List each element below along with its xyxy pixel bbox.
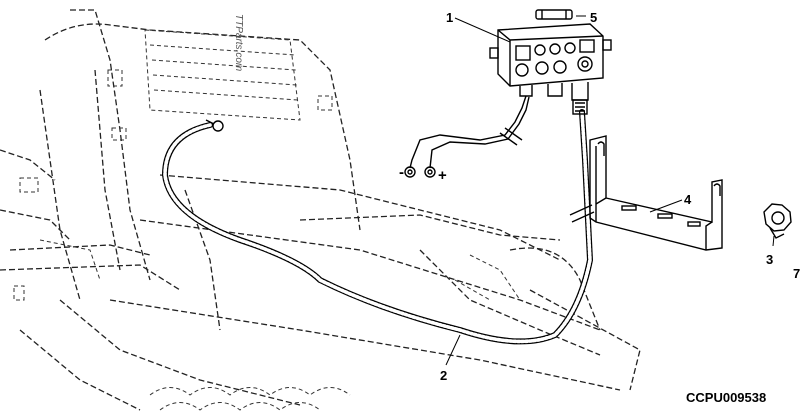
callout-5: 5	[590, 10, 597, 25]
control-box	[489, 23, 612, 115]
leader-lines	[445, 15, 775, 366]
callout-4: 4	[684, 192, 692, 207]
callout-2: 2	[440, 368, 447, 383]
watermark: TTParts.com	[233, 14, 244, 71]
negative-terminal-label: -	[399, 164, 404, 181]
main-harness	[161, 109, 595, 345]
fuse	[535, 9, 573, 20]
figure-code: CCPU009538	[686, 390, 766, 405]
callout-3: 3	[766, 252, 773, 267]
callout-1: 1	[446, 10, 453, 25]
mounting-bracket	[589, 135, 723, 251]
knob	[763, 203, 792, 239]
positive-terminal-label: +	[438, 167, 447, 184]
machine-background	[0, 9, 641, 411]
partial-callout: 7	[793, 266, 800, 281]
battery-leads	[404, 95, 530, 178]
